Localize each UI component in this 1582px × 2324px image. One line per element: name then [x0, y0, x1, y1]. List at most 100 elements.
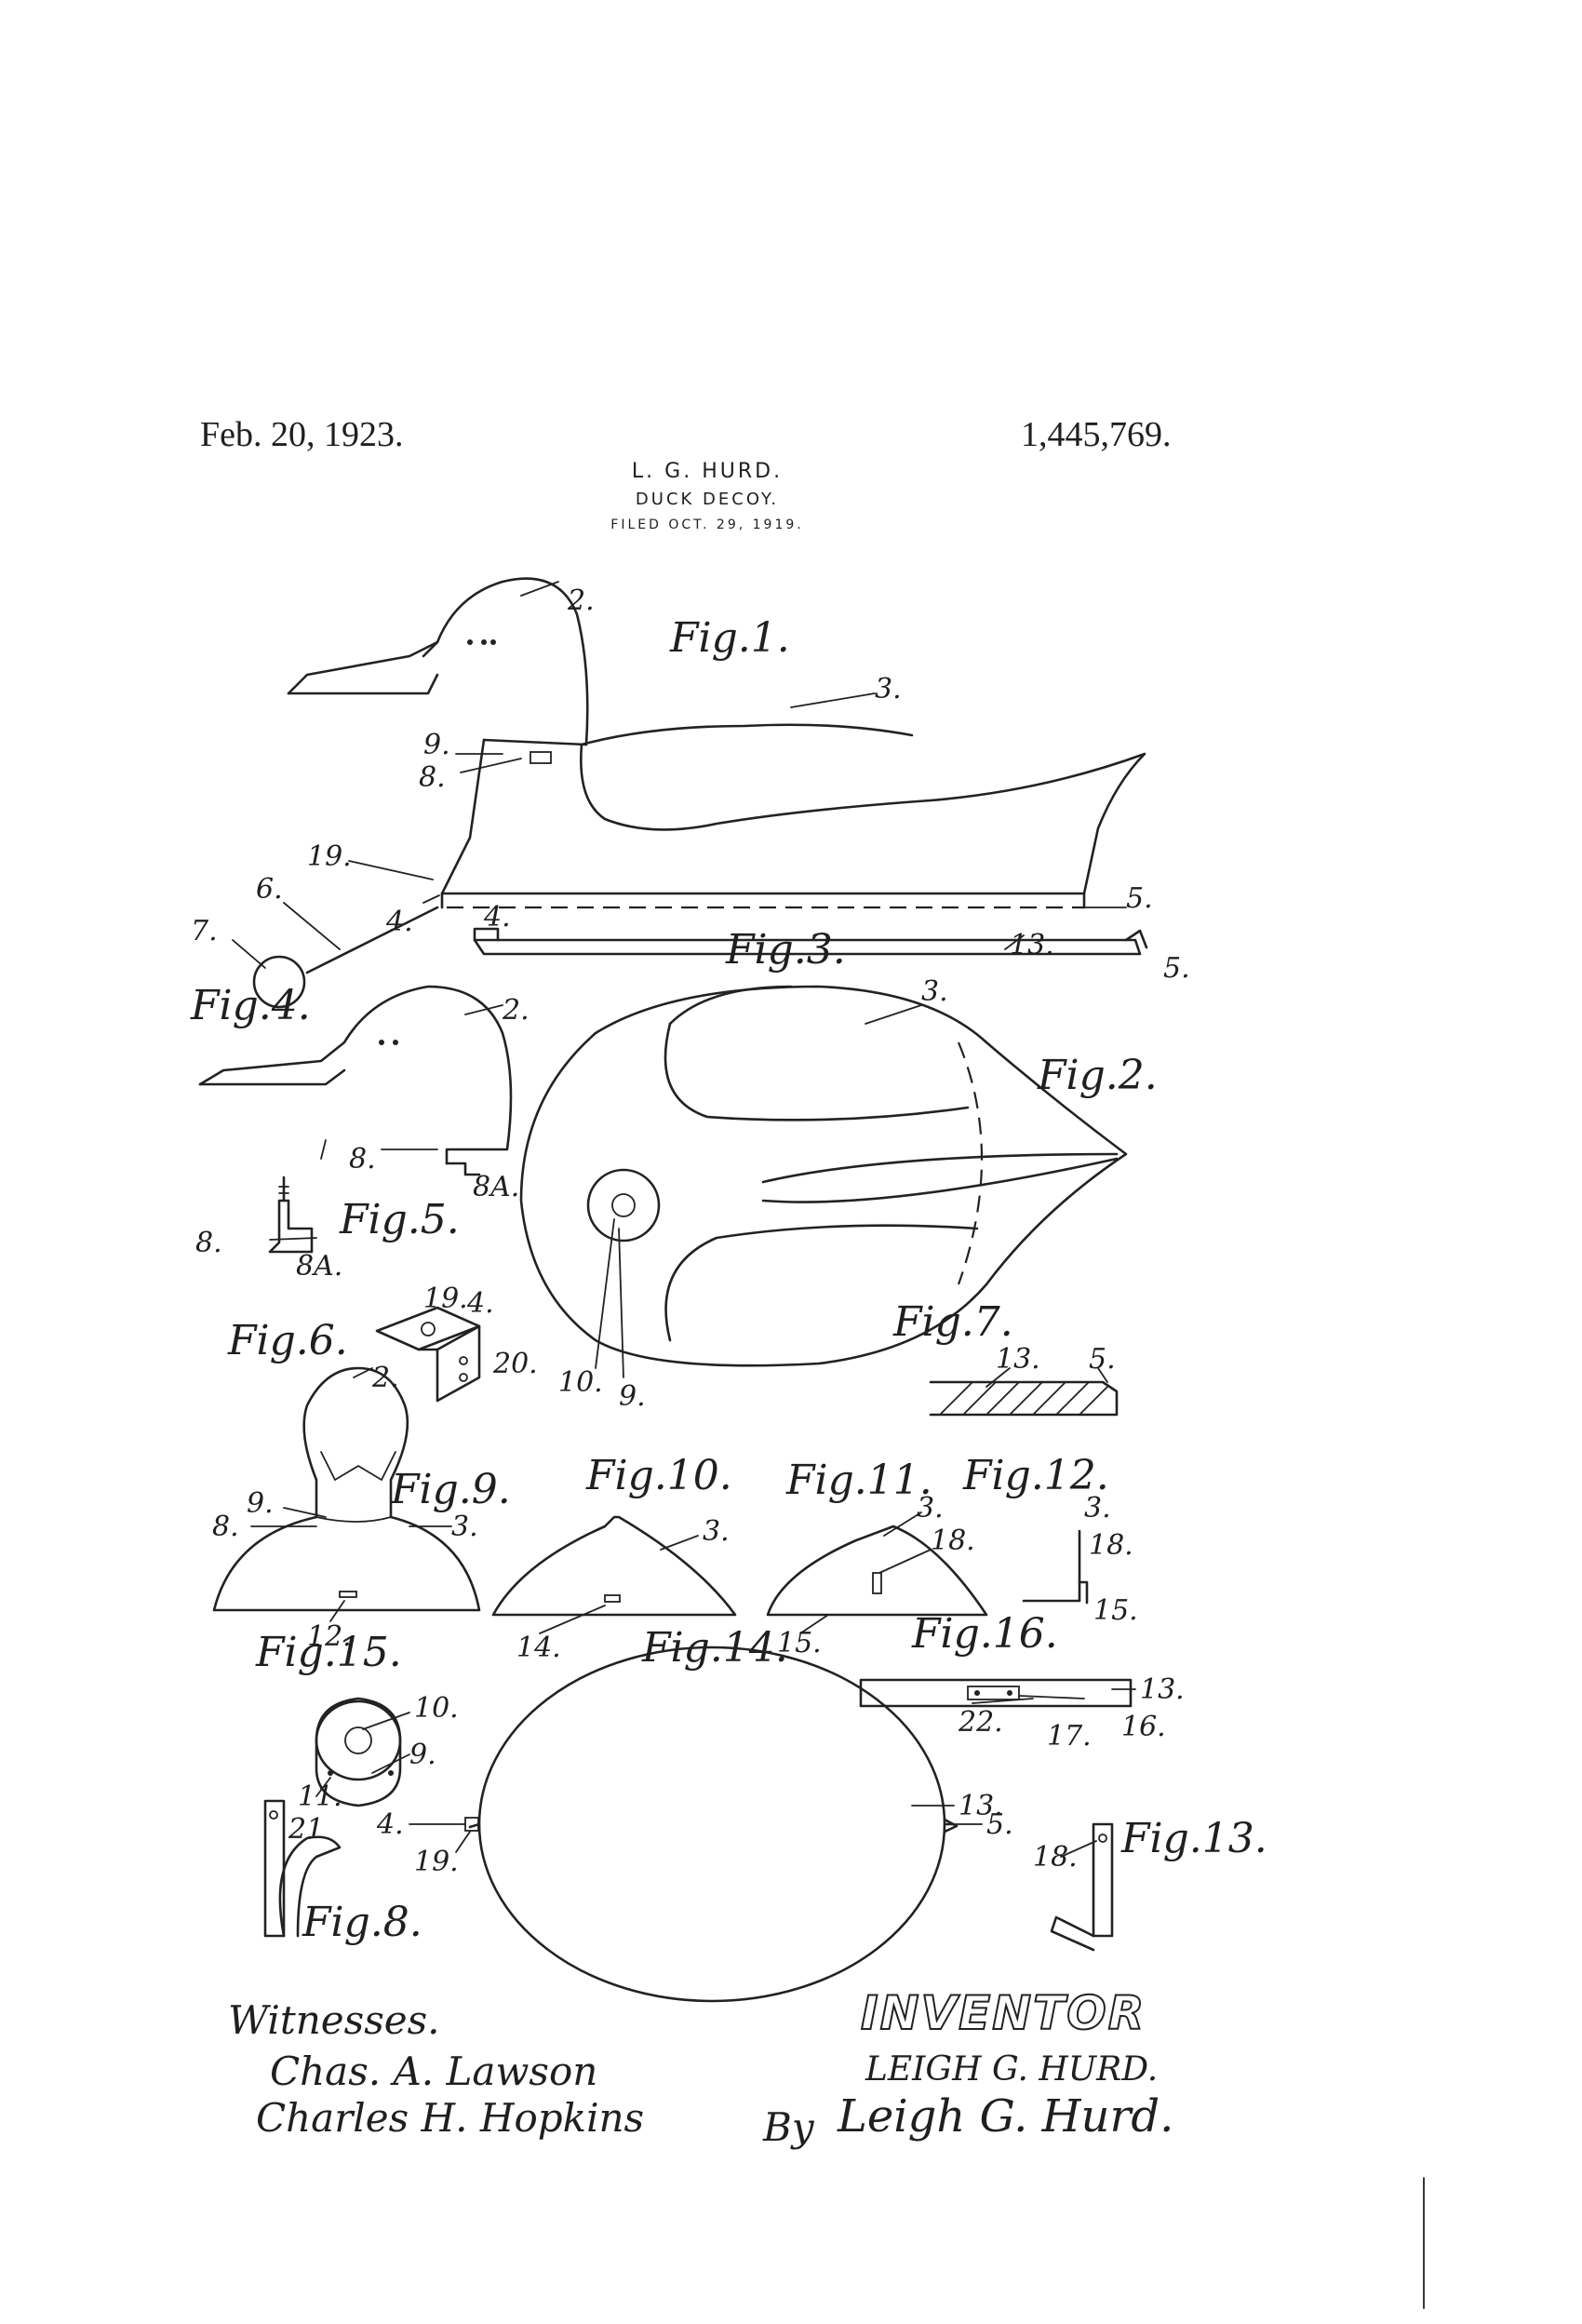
inventor-header: L. G. HURD.	[631, 460, 784, 483]
ref-19-fig1: 19.	[307, 840, 352, 873]
ref-3-fig1: 3.	[875, 673, 902, 705]
ref-21-fig8: 21	[288, 1813, 324, 1846]
ref-6-fig1: 6.	[256, 873, 283, 906]
ref-15-fig12: 15.	[1093, 1594, 1138, 1627]
witnesses-label: Witnesses.	[228, 1997, 440, 2043]
fig6-label: Fig.6.	[227, 1317, 348, 1364]
ref-5-fig1: 5.	[1126, 882, 1153, 915]
fig14-label: Fig.14.	[641, 1624, 788, 1672]
fig2-label: Fig.2.	[1037, 1052, 1158, 1099]
fig7-section	[929, 1380, 1119, 1417]
patent-title: DUCK DECOY.	[635, 490, 780, 509]
ref-2-fig1: 2.	[567, 584, 595, 617]
fig12-label: Fig.12.	[962, 1452, 1109, 1499]
fig14-oval-board	[464, 1646, 959, 2003]
ref-7-fig1: 7.	[191, 915, 218, 947]
ref-4-fig14: 4.	[376, 1808, 404, 1841]
fig11-cross-section	[766, 1525, 988, 1617]
fig16-board-strip	[859, 1678, 1133, 1708]
ref-9-fig15: 9.	[409, 1739, 436, 1771]
witness-1-signature: Chas. A. Lawson	[270, 2049, 597, 2094]
fig13-label: Fig.13.	[1120, 1815, 1267, 1862]
figure-labels: Fig.1. Fig.3. Fig.4. Fig.2. Fig.5. Fig.6…	[190, 614, 1267, 1946]
inventor-printed-name: LEIGH G. HURD.	[865, 2050, 1158, 2089]
fig1-label: Fig.1.	[669, 614, 790, 662]
ref-10-fig15: 10.	[414, 1692, 459, 1725]
fig10-label: Fig.10.	[585, 1452, 732, 1499]
ref-14-fig10: 14.	[516, 1632, 561, 1664]
witness-2-signature: Charles H. Hopkins	[256, 2095, 644, 2141]
ref-18-fig13: 18.	[1033, 1841, 1078, 1874]
fig15-disk	[315, 1697, 402, 1807]
fig8-bracket	[263, 1799, 342, 1938]
fig5-hook	[268, 1175, 314, 1254]
ref-8-fig4: 8.	[349, 1143, 376, 1175]
ref-9-fig9: 9.	[247, 1487, 274, 1520]
ref-20-fig6: 20.	[492, 1348, 538, 1380]
ref-4-fig1: 4.	[385, 906, 413, 938]
ref-9-fig2: 9.	[619, 1380, 646, 1413]
signature-block: Witnesses. Chas. A. Lawson Charles H. Ho…	[228, 1985, 1173, 2150]
ref-3-fig2: 3.	[921, 975, 948, 1008]
fig7-label: Fig.7.	[892, 1298, 1013, 1346]
ref-8-fig1: 8.	[419, 761, 446, 794]
ref-8-fig5: 8.	[195, 1227, 222, 1259]
fig4-label: Fig.4.	[190, 982, 311, 1029]
fig10-cross-section	[491, 1515, 737, 1617]
ref-3-fig10: 3.	[703, 1515, 730, 1548]
ref-18-fig12: 18.	[1089, 1529, 1133, 1562]
by-label: By	[762, 2104, 815, 2150]
fig6-bracket	[375, 1306, 481, 1403]
ref-16-fig16: 16.	[1121, 1711, 1166, 1743]
ref-8a-fig4: 8A.	[473, 1171, 519, 1203]
ref-15-fig11: 15.	[777, 1627, 822, 1659]
reference-numerals: 2. 3. 9. 8. 19. 6. 4. 7. 5. 4. 13. 5. 2.…	[191, 584, 1190, 1878]
ref-13-fig16: 13.	[1140, 1673, 1185, 1706]
ref-13-fig3: 13.	[1010, 929, 1054, 961]
fig3-label: Fig.3.	[725, 926, 846, 974]
ref-8-fig9: 8.	[212, 1511, 239, 1543]
ref-13-fig7: 13.	[996, 1343, 1040, 1376]
fig15-label: Fig.15.	[255, 1629, 402, 1676]
ref-11-fig15: 11.	[298, 1780, 342, 1813]
fig13-bracket	[1050, 1822, 1114, 1952]
ref-8a-fig5: 8A.	[296, 1250, 342, 1283]
leader-lines	[232, 581, 1136, 1858]
fig2-top-view	[519, 985, 1128, 1367]
fig3-board-edge	[473, 927, 1148, 956]
ref-5-fig7: 5.	[1089, 1343, 1116, 1376]
ref-10-fig2: 10.	[558, 1366, 603, 1399]
fig9-label: Fig.9.	[390, 1466, 511, 1513]
inventor-signature: Leigh G. Hurd.	[837, 2090, 1173, 2143]
ref-4-fig6: 4.	[466, 1287, 494, 1320]
patent-number: 1,445,769.	[1021, 415, 1172, 454]
ref-18-fig11: 18.	[931, 1525, 975, 1557]
inventor-stamp: INVENTOR	[861, 1986, 1146, 2040]
ref-5-fig14: 5.	[986, 1808, 1013, 1841]
ref-3-fig11: 3.	[917, 1492, 944, 1525]
ref-22-fig16: 22.	[958, 1706, 1003, 1739]
fig16-label: Fig.16.	[911, 1610, 1058, 1658]
fig5-label: Fig.5.	[339, 1196, 460, 1243]
fig11-label: Fig.11.	[785, 1457, 932, 1504]
ref-3-fig12: 3.	[1084, 1492, 1111, 1525]
ref-4-fig3: 4.	[483, 901, 511, 934]
ref-13-fig14: 13.	[959, 1790, 1003, 1822]
fig8-label: Fig.8.	[302, 1899, 422, 1946]
ref-2-fig4: 2.	[502, 994, 530, 1027]
ref-5-fig3: 5.	[1163, 952, 1190, 985]
ref-19-fig14: 19.	[414, 1846, 459, 1878]
ref-2-fig9: 2.	[371, 1362, 399, 1394]
fig1-side-view	[252, 577, 1146, 1009]
fig4-head	[198, 985, 513, 1176]
filing-date: FILED OCT. 29, 1919.	[610, 517, 804, 532]
ref-9-fig1: 9.	[423, 729, 450, 761]
ref-17-fig16: 17.	[1047, 1720, 1092, 1753]
patent-date: Feb. 20, 1923.	[200, 415, 404, 454]
fig12-edge-detail	[1022, 1529, 1089, 1605]
ref-3-fig9: 3.	[451, 1511, 478, 1543]
fig9-front-view	[212, 1366, 481, 1612]
ref-12-fig9: 12.	[307, 1620, 352, 1653]
